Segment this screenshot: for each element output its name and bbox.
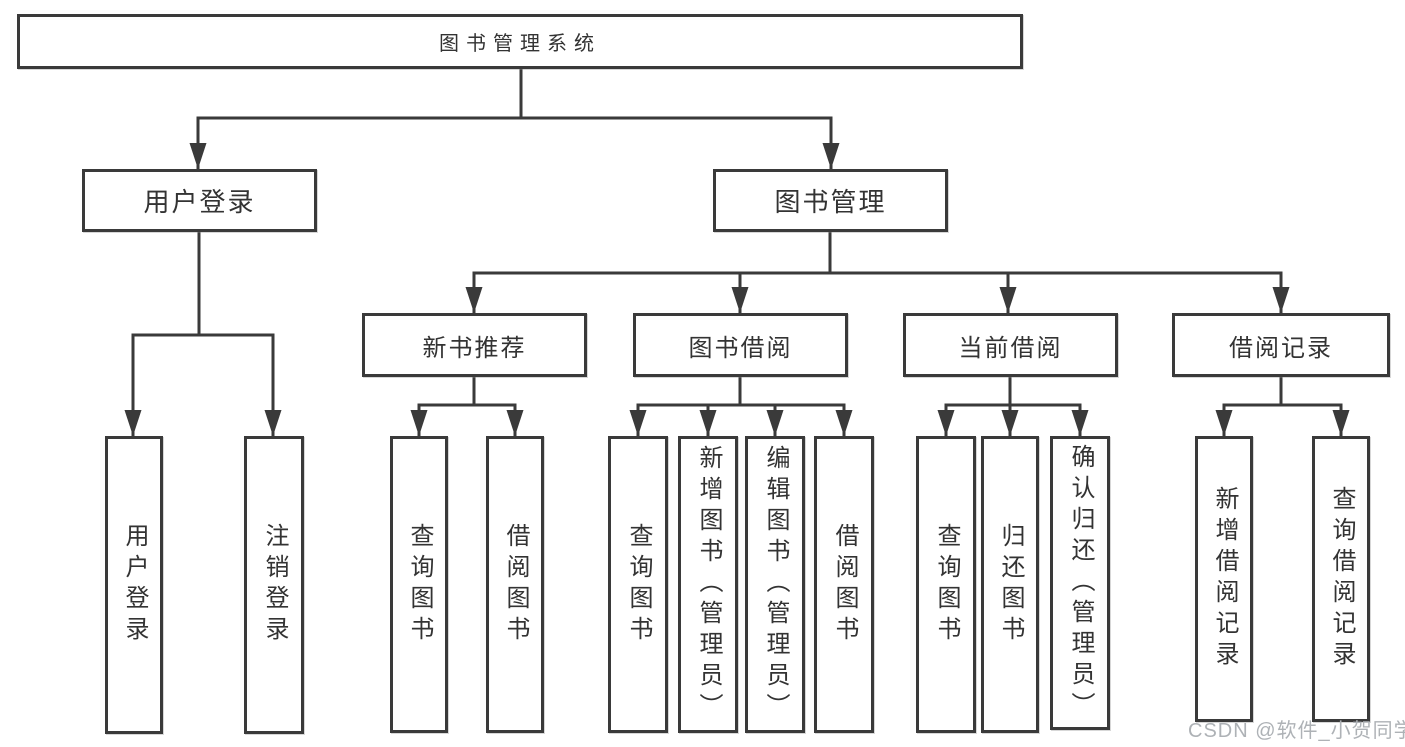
leaf-borrow-books-recommend: 借阅图书 (486, 436, 544, 733)
leaf-confirm-return-admin: 确认归还（管理员） (1050, 436, 1110, 730)
leaf-add-borrow-record: 新增借阅记录 (1195, 436, 1253, 722)
leaf-return-books: 归还图书 (981, 436, 1039, 733)
leaf-query-books-borrow: 查询图书 (608, 436, 668, 733)
leaf-user-login: 用户登录 (105, 436, 163, 734)
node-user-login: 用户登录 (82, 169, 317, 232)
node-label: 图书管理系统 (439, 33, 601, 55)
node-label: 编辑图书（管理员） (762, 445, 789, 724)
node-label: 用户登录 (143, 187, 256, 217)
node-label: 新增借阅记录 (1211, 486, 1238, 672)
node-label: 借阅图书 (831, 522, 858, 647)
node-book-borrow: 图书借阅 (633, 313, 848, 377)
node-label: 借阅记录 (1229, 334, 1333, 362)
node-new-book-recommend: 新书推荐 (362, 313, 587, 377)
node-borrow-records: 借阅记录 (1172, 313, 1390, 377)
node-label: 注销登录 (261, 523, 288, 647)
node-label: 查询借阅记录 (1328, 486, 1355, 672)
node-label: 新书推荐 (422, 334, 527, 362)
node-label: 查询图书 (933, 522, 960, 647)
node-label: 新增图书（管理员） (695, 445, 722, 724)
node-label: 确认归还（管理员） (1067, 443, 1094, 723)
node-label: 图书借阅 (688, 334, 793, 362)
leaf-logout: 注销登录 (244, 436, 304, 734)
leaf-query-borrow-record: 查询借阅记录 (1312, 436, 1370, 722)
node-label: 查询图书 (625, 522, 652, 647)
leaf-add-books-admin: 新增图书（管理员） (678, 436, 738, 733)
node-label: 当前借阅 (958, 334, 1063, 362)
leaf-query-books-current: 查询图书 (916, 436, 976, 733)
node-label: 归还图书 (997, 522, 1024, 647)
node-label: 查询图书 (406, 522, 433, 647)
node-book-management: 图书管理 (713, 169, 948, 232)
node-library-system: 图书管理系统 (17, 14, 1023, 69)
watermark: CSDN @软件_小贺同学 (1188, 720, 1405, 742)
leaf-borrow-books: 借阅图书 (814, 436, 874, 733)
leaf-edit-books-admin: 编辑图书（管理员） (745, 436, 805, 733)
node-label: 图书管理 (774, 187, 887, 217)
node-label: 用户登录 (121, 523, 148, 647)
node-current-borrow: 当前借阅 (903, 313, 1118, 377)
leaf-query-books-recommend: 查询图书 (390, 436, 448, 733)
node-label: 借阅图书 (502, 522, 529, 647)
